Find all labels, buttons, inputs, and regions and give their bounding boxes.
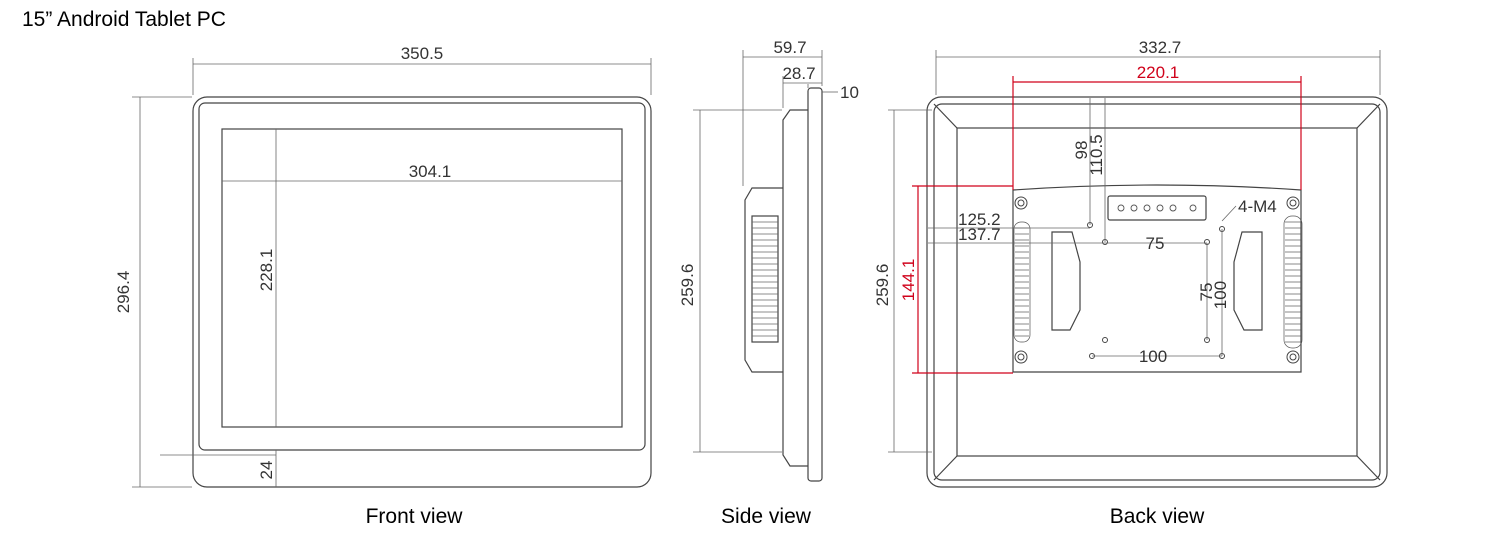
dim-98-label: 98	[1072, 141, 1091, 160]
screen-height-label: 228.1	[257, 249, 276, 292]
back-width-label: 332.7	[1139, 38, 1182, 57]
back-dimension-lines	[888, 50, 1381, 453]
front-view-label: Front view	[366, 505, 464, 528]
back-io-ports	[1117, 204, 1197, 212]
side-panel-label: 10	[840, 83, 859, 102]
front-view	[192, 96, 652, 488]
red-width-label: 220.1	[1137, 63, 1180, 82]
side-front-panel	[807, 87, 823, 482]
side-depth-label: 59.7	[773, 38, 806, 57]
front-height-label: 296.4	[114, 271, 133, 314]
back-outer-frame	[926, 96, 1388, 488]
back-frame-inner	[933, 103, 1381, 481]
dim-125-label: 125.2	[958, 210, 1001, 229]
dim-137-label: 137.7	[958, 225, 1001, 244]
page-title: 15” Android Tablet PC	[22, 8, 226, 31]
side-heatsink	[751, 215, 779, 343]
screen-width-label: 304.1	[409, 162, 452, 181]
side-heatsink-fins	[752, 221, 778, 337]
side-body-depth-label: 28.7	[782, 64, 815, 83]
front-inner-frame	[198, 102, 646, 451]
bezel-label: 24	[257, 461, 276, 480]
vesa-v100-label: 100	[1211, 281, 1230, 309]
back-handle-left	[1051, 231, 1081, 331]
back-vent-left	[1013, 221, 1031, 343]
back-panel	[956, 127, 1358, 457]
back-handle-right	[1233, 231, 1263, 331]
back-corner-screws	[1014, 196, 1300, 364]
front-width-label: 350.5	[401, 44, 444, 63]
side-heatsink-housing	[744, 187, 783, 373]
side-view	[744, 87, 823, 482]
back-io-panel	[1107, 195, 1207, 221]
back-view	[926, 96, 1388, 488]
screw-spec-label: 4-M4	[1238, 197, 1277, 216]
side-body	[782, 109, 808, 467]
back-vent-right	[1283, 215, 1303, 349]
vesa-h75-label: 75	[1146, 234, 1165, 253]
vesa-v75-label: 75	[1197, 283, 1216, 302]
dim-110-label: 110.5	[1087, 134, 1106, 175]
side-height-label: 259.6	[678, 264, 697, 307]
front-dimension-lines	[132, 58, 652, 488]
red-height-label: 144.1	[899, 259, 918, 302]
back-height-label: 259.6	[873, 264, 892, 307]
side-view-label: Side view	[721, 505, 812, 528]
front-screen	[221, 128, 623, 428]
side-dimension-lines	[693, 50, 838, 453]
vesa-h100-label: 100	[1139, 347, 1167, 366]
back-view-label: Back view	[1110, 505, 1205, 528]
front-outer-frame	[192, 96, 652, 488]
back-red-dimension-lines	[912, 76, 1302, 374]
